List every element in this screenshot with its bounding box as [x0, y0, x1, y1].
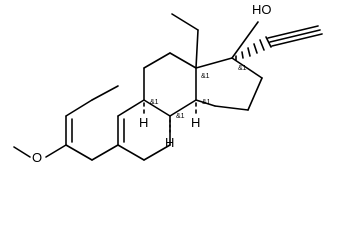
stereo-c17: &1	[238, 65, 247, 72]
ring-b	[117, 99, 171, 161]
ring-a	[65, 85, 125, 161]
chemical-structure: O HO	[13, 2, 323, 165]
stereo-c9: &1	[150, 99, 159, 106]
ring-c	[143, 52, 197, 117]
stereo-c14: &1	[202, 99, 211, 106]
hydroxyl-label: HO	[252, 2, 272, 17]
ring-d	[195, 57, 263, 111]
h-c8-label: H	[165, 135, 174, 150]
ethyl-group	[171, 13, 199, 69]
methoxy-group: O	[13, 144, 67, 165]
oxygen-label: O	[32, 150, 42, 165]
h-c9-label: H	[139, 115, 148, 130]
stereo-c13: &1	[201, 73, 210, 80]
h-c14-label: H	[191, 115, 200, 130]
ethynyl-group	[235, 25, 323, 61]
stereo-descriptors: &1 &1 &1 &1 &1	[150, 65, 247, 120]
stereo-c8: &1	[176, 113, 185, 120]
hydroxyl-group: HO	[231, 2, 272, 59]
stereo-hydrogens: H H H	[139, 102, 200, 150]
